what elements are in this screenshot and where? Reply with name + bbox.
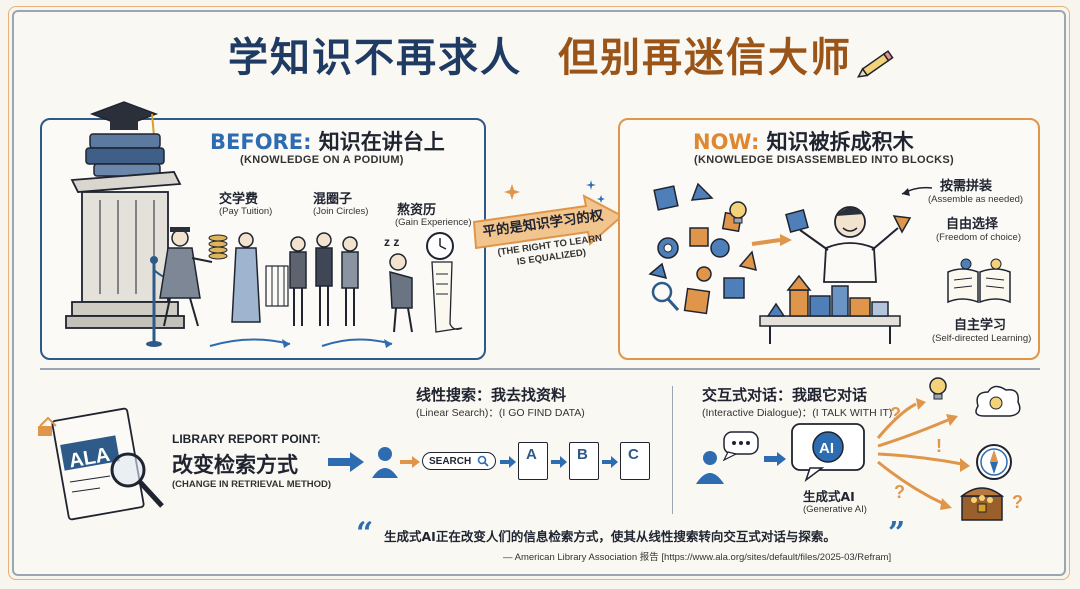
- treasure-chest-icon: [959, 487, 1005, 521]
- library-cn: 改变检索方式: [172, 453, 298, 477]
- ai-chat-icon: AI: [791, 423, 865, 483]
- document-b-letter: B: [577, 446, 588, 463]
- exploration-arrows: ? ! ? ?: [876, 377, 1023, 521]
- clock-icon: [426, 232, 454, 260]
- search-label: SEARCH: [429, 455, 472, 467]
- title-right: 但别再迷信大师: [558, 35, 852, 81]
- freedom-en: (Freedom of choice): [936, 232, 1022, 243]
- document-b: B: [569, 442, 599, 480]
- library-title: LIBRARY REPORT POINT:: [172, 432, 321, 446]
- svg-text:?: ?: [894, 482, 905, 502]
- generative-ai-en: (Generative AI): [803, 504, 867, 515]
- document-c-letter: C: [628, 446, 639, 463]
- gain-experience-cn: 熬资历: [397, 203, 437, 218]
- quote-source: — American Library Association 报告 [https…: [503, 552, 892, 563]
- user-chat-icon: [696, 431, 759, 484]
- pay-tuition-cn: 交学费: [219, 192, 259, 207]
- coin-stack-icon: [208, 234, 228, 260]
- document-a-letter: A: [526, 446, 537, 463]
- gain-experience-en: (Gain Experience): [395, 217, 472, 228]
- open-book-icon: [947, 258, 1011, 304]
- lightbulb-icon: [729, 201, 747, 224]
- gear-icon: [657, 237, 679, 259]
- svg-text:?: ?: [890, 404, 901, 424]
- circle-group-figures: [265, 232, 359, 326]
- graduation-cap-icon: [89, 101, 159, 141]
- sparkle-icons: [504, 180, 605, 203]
- to-ai-arrow: [764, 452, 786, 466]
- join-circles-en: (Join Circles): [313, 206, 369, 217]
- linear-search-en: (Linear Search)：(I GO FIND DATA): [416, 407, 585, 419]
- lightbulb-icon: [929, 377, 947, 400]
- interactive-en: (Interactive Dialogue)：(I TALK WITH IT): [702, 407, 893, 419]
- user-icon: [372, 447, 398, 478]
- doc-arrow-1: [500, 456, 516, 468]
- page-title: 学知识不再求人 但别再迷信大师: [0, 24, 1080, 84]
- bottom-divider: [672, 386, 673, 514]
- close-quote-icon: ”: [888, 516, 906, 551]
- join-circles-cn: 混圈子: [313, 192, 353, 207]
- self-directed-en: (Self-directed Learning): [932, 333, 1032, 344]
- search-box[interactable]: SEARCH: [422, 452, 496, 470]
- ai-label: AI: [819, 440, 834, 457]
- document-c: C: [620, 442, 650, 480]
- doc-arrow-3: [602, 456, 618, 468]
- assemble-arrow: [901, 186, 933, 196]
- search-icon: [477, 455, 489, 467]
- pencil-icon: [856, 50, 894, 78]
- before-label: BEFORE:: [210, 130, 312, 154]
- student-paying-figure: [159, 227, 261, 327]
- svg-text:?: ?: [1012, 492, 1023, 512]
- svg-text:z z: z z: [384, 235, 399, 249]
- quote-text: 生成式AI正在改变人们的信息检索方式，使其从线性搜索转向交互式对话与探索。: [384, 529, 836, 544]
- thought-cloud-icon: [975, 385, 1021, 417]
- before-flow-arrows: [209, 338, 393, 348]
- title-left: 学知识不再求人: [228, 35, 522, 81]
- tired-worker-figure: z z: [384, 232, 463, 333]
- now-heading-text: 知识被拆成积木: [766, 130, 914, 154]
- freedom-cn: 自由选择: [946, 217, 999, 232]
- linear-search-cn: 线性搜索：我去找资料: [416, 386, 567, 404]
- assemble-cn: 按需拼装: [940, 179, 993, 194]
- now-subtitle: (KNOWLEDGE DISASSEMBLED INTO BLOCKS): [694, 154, 954, 166]
- before-subtitle: (KNOWLEDGE ON A PODIUM): [240, 154, 404, 166]
- document-a: A: [518, 442, 548, 480]
- before-heading: BEFORE: 知识在讲台上: [210, 126, 445, 156]
- compass-icon: [976, 444, 1012, 480]
- generative-ai-cn: 生成式AI: [803, 489, 855, 504]
- open-quote-icon: “: [356, 516, 374, 551]
- now-heading: NOW: 知识被拆成积木: [693, 126, 914, 156]
- assemble-en: (Assemble as needed): [928, 194, 1024, 205]
- doc-arrow-2: [551, 456, 567, 468]
- svg-text:!: !: [936, 436, 942, 456]
- ala-report-icon: ALA: [38, 407, 164, 521]
- library-en: (CHANGE IN RETRIEVAL METHOD): [172, 479, 332, 490]
- self-directed-cn: 自主学习: [954, 318, 1007, 333]
- now-label: NOW:: [693, 130, 760, 154]
- interactive-cn: 交互式对话：我跟它对话: [702, 386, 868, 404]
- before-heading-text: 知识在讲台上: [318, 130, 445, 154]
- small-arrow-icon: [400, 456, 420, 468]
- magnifier-icon: [651, 281, 680, 312]
- section-divider: [40, 368, 1040, 370]
- knowledge-blocks-illustration: [648, 182, 912, 344]
- pay-tuition-en: (Pay Tuition): [219, 206, 273, 217]
- library-arrow: [328, 452, 364, 472]
- magnifier-icon: [110, 452, 164, 508]
- equalized-arrow: [472, 194, 624, 250]
- outer-frame-accent: [8, 6, 1070, 580]
- podium-illustration: [65, 101, 195, 347]
